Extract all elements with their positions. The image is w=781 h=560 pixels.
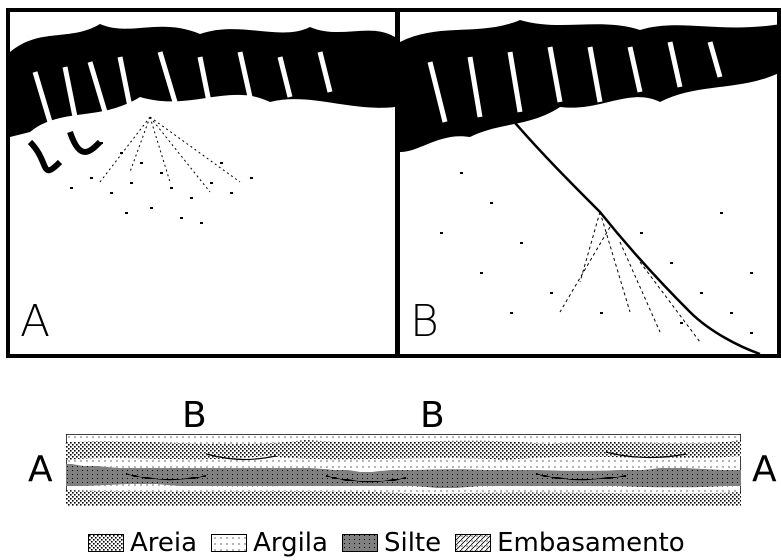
section-left-label: A — [28, 452, 53, 488]
cross-section-drawing — [66, 434, 741, 506]
section-top-label-2: B — [420, 398, 445, 434]
legend-item-silte: Silte — [342, 530, 441, 556]
terrain-sketch-a — [10, 12, 395, 354]
terrain-sketch-b — [400, 12, 781, 354]
legend-item-argila: Argila — [211, 530, 328, 556]
argila-pattern-swatch — [211, 534, 247, 552]
areia-pattern-swatch — [88, 534, 124, 552]
silte-pattern-swatch — [342, 534, 378, 552]
panel-a-label: A — [20, 300, 50, 344]
legend-label-areia: Areia — [130, 530, 197, 556]
legend: Areia Argila Silte Embasamento — [88, 530, 699, 556]
map-panel-a: A — [6, 8, 399, 358]
section-right-label: A — [752, 452, 777, 488]
panel-b-label: B — [410, 300, 439, 344]
map-panel-b: B — [396, 8, 781, 358]
legend-item-areia: Areia — [88, 530, 197, 556]
cross-section — [66, 434, 741, 506]
embasamento-pattern-swatch — [455, 534, 491, 552]
legend-item-embasamento: Embasamento — [455, 530, 685, 556]
legend-label-argila: Argila — [253, 530, 328, 556]
legend-label-silte: Silte — [384, 530, 441, 556]
legend-label-embasamento: Embasamento — [497, 530, 685, 556]
section-top-label-1: B — [182, 398, 207, 434]
